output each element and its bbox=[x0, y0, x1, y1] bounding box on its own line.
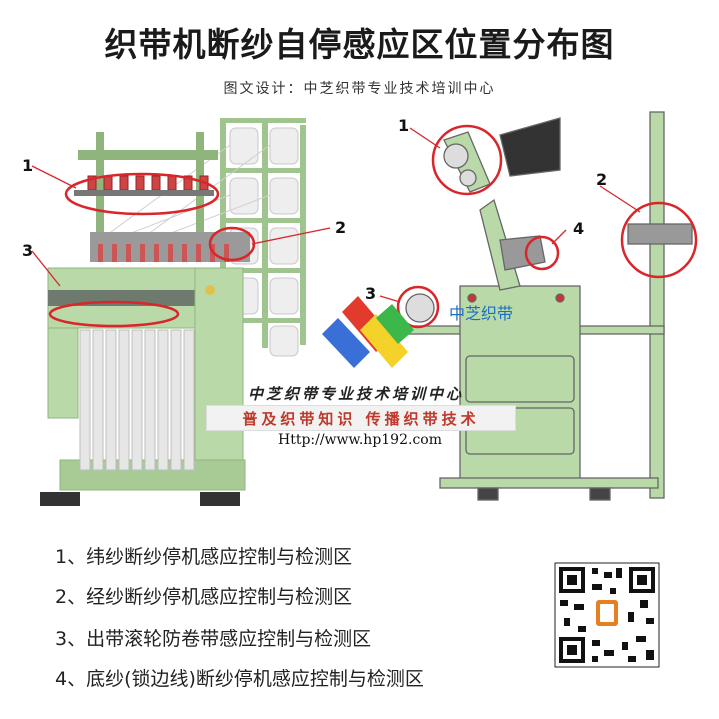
legend-item-3: 3、出带滚轮防卷带感应控制与检测区 bbox=[55, 628, 372, 650]
page-title: 织带机断纱自停感应区位置分布图 bbox=[104, 25, 615, 64]
watermark-center-line: 中芝织带专业技术培训中心 bbox=[248, 385, 465, 403]
callout-left-3: 3 bbox=[22, 241, 34, 260]
machine-brand-label: 中芝织带 bbox=[449, 304, 514, 323]
slogan-text: 普及织带知识 传播织带技术 bbox=[242, 410, 480, 428]
callout-right-4: 4 bbox=[573, 219, 585, 238]
callout-right-2: 2 bbox=[596, 170, 608, 189]
qr-code bbox=[554, 562, 660, 668]
right-loom bbox=[405, 111, 693, 501]
legend-item-1: 1、纬纱断纱停机感应控制与检测区 bbox=[55, 546, 353, 568]
slogan-banner: 普及织带知识 传播织带技术 bbox=[206, 405, 516, 431]
page-subtitle: 图文设计：中芝织带专业技术培训中心 bbox=[223, 81, 496, 97]
left-loom bbox=[40, 118, 306, 506]
website-url: Http://www.hp192.com bbox=[277, 432, 442, 448]
legend-item-4: 4、底纱(锁边线)断纱停机感应控制与检测区 bbox=[55, 668, 424, 690]
right-sensor-highlights bbox=[396, 124, 698, 329]
callout-left-1: 1 bbox=[22, 156, 34, 175]
legend-item-2: 2、经纱断纱停机感应控制与检测区 bbox=[55, 586, 353, 608]
callout-right-3: 3 bbox=[365, 284, 377, 303]
callout-right-1: 1 bbox=[398, 116, 410, 135]
logo-mark bbox=[322, 296, 414, 368]
callout-left-2: 2 bbox=[335, 218, 347, 237]
